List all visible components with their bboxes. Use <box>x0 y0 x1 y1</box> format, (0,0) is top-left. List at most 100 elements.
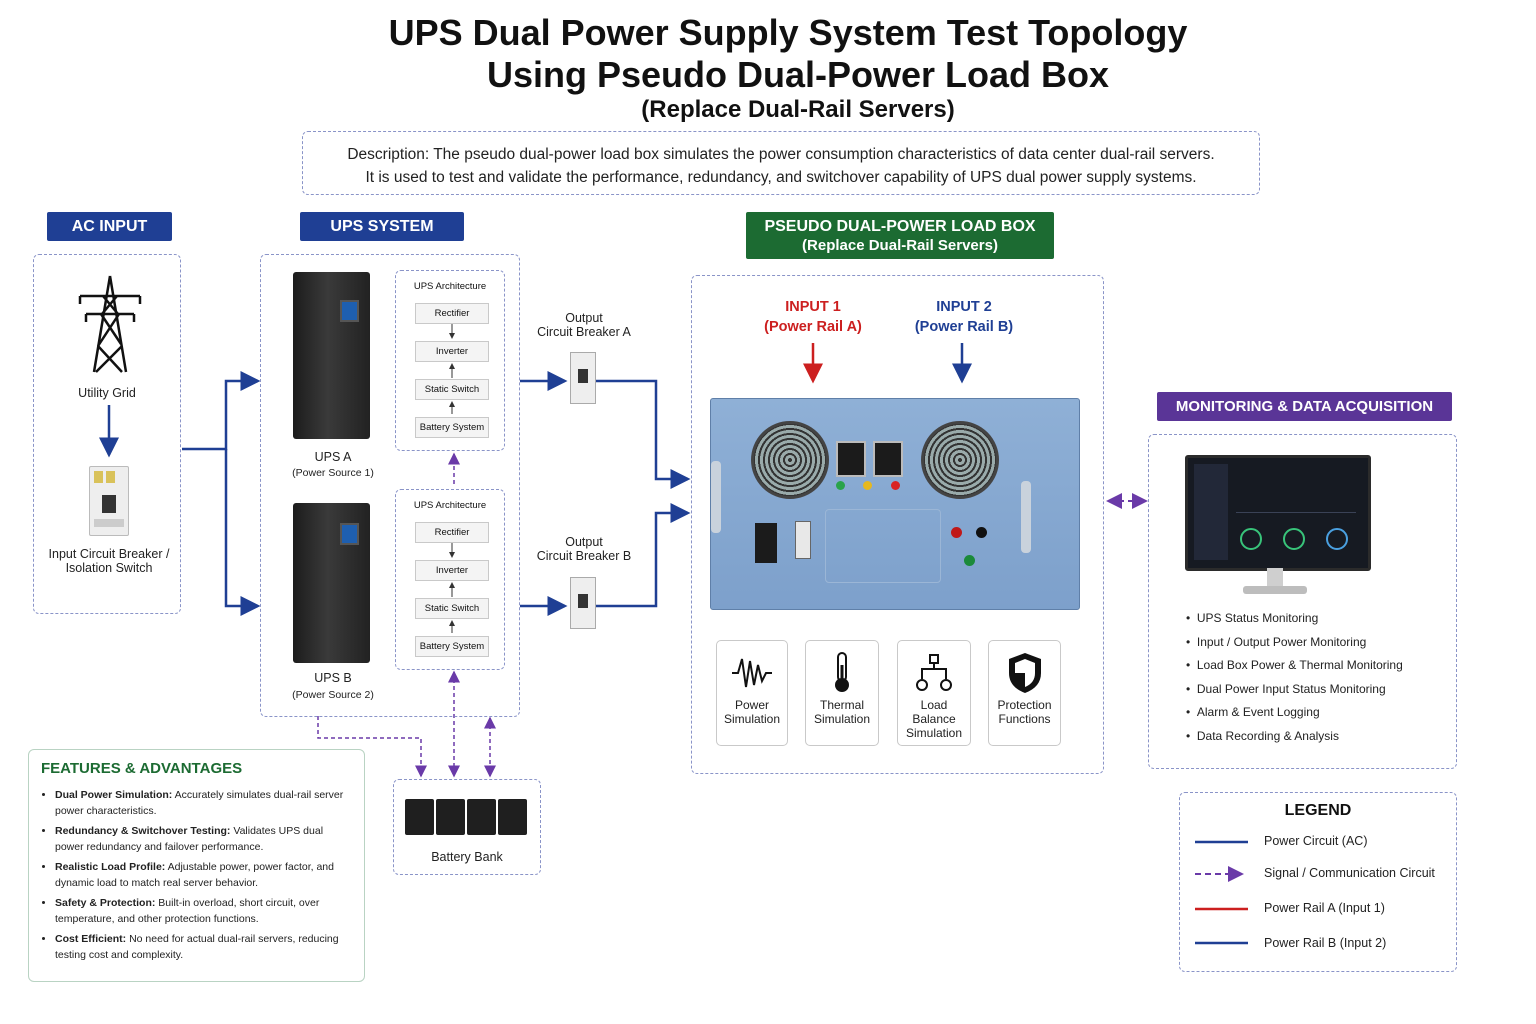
input-breaker-label: Input Circuit Breaker / Isolation Switch <box>33 547 185 575</box>
thermal-simulation-tile: Thermal Simulation <box>805 640 879 746</box>
meter-display-1 <box>836 441 866 477</box>
breaker-b-label: Output Circuit Breaker B <box>534 535 634 563</box>
ups-b-static-switch: Static Switch <box>415 598 489 619</box>
thermal-simulation-line-2: Simulation <box>813 712 871 726</box>
breaker-b-label-line-1: Output <box>565 535 603 549</box>
page-title: UPS Dual Power Supply System Test Topolo… <box>388 12 1188 53</box>
ac-input-header: AC INPUT <box>47 212 172 241</box>
features-panel: FEATURES & ADVANTAGES Dual Power Simulat… <box>28 749 365 982</box>
breaker-b-icon <box>570 577 596 629</box>
input-2-label: INPUT 2 (Power Rail B) <box>904 297 1024 337</box>
protection-functions-line-2: Functions <box>998 712 1051 726</box>
handle-left <box>711 461 721 533</box>
breaker-a-to-loadbox <box>596 379 691 489</box>
load-balance-icon <box>916 654 952 691</box>
description-box: Description: The pseudo dual-power load … <box>302 131 1260 195</box>
input-breaker-icon <box>89 466 129 536</box>
ups-a-cabinet <box>293 272 370 439</box>
monitoring-panel <box>1148 434 1457 769</box>
input-1-label-line-2: (Power Rail A) <box>764 319 862 335</box>
monitoring-item: • Alarm & Event Logging <box>1186 705 1320 719</box>
terminal-green <box>964 555 975 566</box>
utility-tower-icon <box>78 275 142 373</box>
ups-a-architecture-title: UPS Architecture <box>413 281 487 292</box>
input-1-label-line-1: INPUT 1 <box>785 299 841 315</box>
monitor-sidebar <box>1194 464 1228 560</box>
ups-b-architecture-panel <box>395 489 505 670</box>
load-box-device <box>710 398 1080 610</box>
monitoring-item: • Dual Power Input Status Monitoring <box>1186 681 1386 696</box>
utility-grid-label: Utility Grid <box>78 386 136 400</box>
ups-b-source-label: (Power Source 2) <box>292 689 374 701</box>
load-balance-line-2: Simulation <box>905 726 963 740</box>
page-subtitle-note: (Replace Dual-Rail Servers) <box>641 96 955 123</box>
feature-item: Realistic Load Profile: Adjustable power… <box>55 859 352 891</box>
power-simulation-tile: Power Simulation <box>716 640 788 746</box>
ac-input-panel <box>33 254 181 614</box>
monitoring-item: • Data Recording & Analysis <box>1186 728 1339 743</box>
ups-system-panel <box>260 254 520 717</box>
legend-label-rail-a: Power Rail A (Input 1) <box>1264 901 1385 915</box>
gauge-1-icon <box>1240 528 1262 550</box>
power-simulation-line-2: Simulation <box>723 712 781 726</box>
battery-bank-label: Battery Bank <box>431 850 503 864</box>
ups-a-static-switch: Static Switch <box>415 379 489 400</box>
legend-swatches <box>1195 840 1248 945</box>
shield-icon <box>1008 653 1041 693</box>
ac-feed-line <box>182 371 261 451</box>
terminal-red <box>951 527 962 538</box>
fan-right-icon <box>921 421 999 499</box>
breaker-a-icon <box>570 352 596 404</box>
ac-feed-line-b <box>224 449 261 616</box>
terminal-black <box>976 527 987 538</box>
power-inlet <box>755 523 777 563</box>
status-led-red <box>891 481 900 490</box>
input-1-label: INPUT 1 (Power Rail A) <box>753 297 873 337</box>
monitor-base <box>1243 586 1307 594</box>
status-led-yellow <box>863 481 872 490</box>
waveform-icon <box>732 658 772 688</box>
legend-panel <box>1179 792 1457 972</box>
ups-to-battery-signal <box>317 716 427 778</box>
monitoring-item: • Input / Output Power Monitoring <box>1186 634 1367 649</box>
ups-b-inverter: Inverter <box>415 560 489 581</box>
ups-b-architecture-title: UPS Architecture <box>413 500 487 511</box>
breaker-a-label: Output Circuit Breaker A <box>534 311 634 339</box>
page-subtitle: Using Pseudo Dual-Power Load Box <box>486 54 1110 95</box>
input-2-label-line-2: (Power Rail B) <box>914 319 1014 335</box>
legend-label-power: Power Circuit (AC) <box>1264 834 1368 848</box>
input-breaker-label-line-2: Isolation Switch <box>65 561 153 575</box>
ups-b-cabinet <box>293 503 370 663</box>
load-box-header: PSEUDO DUAL-POWER LOAD BOX (Replace Dual… <box>746 212 1054 259</box>
load-box-header-line-1: PSEUDO DUAL-POWER LOAD BOX <box>764 218 1036 235</box>
battery-bank-icon <box>405 797 529 837</box>
status-led-green <box>836 481 845 490</box>
features-title: FEATURES & ADVANTAGES <box>41 760 243 777</box>
legend-title: LEGEND <box>1284 802 1352 819</box>
thermal-simulation-line-1: Thermal <box>819 698 864 712</box>
load-balance-line-1: Load Balance <box>912 698 956 726</box>
ups-a-battery-system: Battery System <box>415 417 489 438</box>
monitor-chart-area <box>1236 472 1356 513</box>
main-switch <box>795 521 811 559</box>
breaker-a-label-line-2: Circuit Breaker A <box>537 325 631 339</box>
breaker-b-label-line-2: Circuit Breaker B <box>536 549 632 563</box>
monitoring-header: MONITORING & DATA ACQUISITION <box>1157 392 1452 421</box>
ups-a-inverter: Inverter <box>415 341 489 362</box>
feature-item: Safety & Protection: Built-in overload, … <box>55 895 352 927</box>
input-2-label-line-1: INPUT 2 <box>936 299 992 315</box>
load-balance-tile: Load Balance Simulation <box>897 640 971 746</box>
breaker-b-to-loadbox <box>596 503 691 608</box>
monitoring-list: • UPS Status Monitoring • Input / Output… <box>1186 611 1446 752</box>
monitoring-item: • UPS Status Monitoring <box>1186 611 1319 625</box>
feature-item: Redundancy & Switchover Testing: Validat… <box>55 823 352 855</box>
gauge-3-icon <box>1326 528 1348 550</box>
legend-label-rail-b: Power Rail B (Input 2) <box>1264 936 1387 950</box>
feature-item: Cost Efficient: No need for actual dual-… <box>55 931 352 963</box>
monitoring-item: • Load Box Power & Thermal Monitoring <box>1186 658 1403 672</box>
description-line-1: Description: The pseudo dual-power load … <box>347 146 1215 163</box>
legend-label-signal: Signal / Communication Circuit <box>1264 866 1435 880</box>
breaker-a-label-line-1: Output <box>565 311 603 325</box>
feature-item: Dual Power Simulation: Accurately simula… <box>55 787 352 819</box>
